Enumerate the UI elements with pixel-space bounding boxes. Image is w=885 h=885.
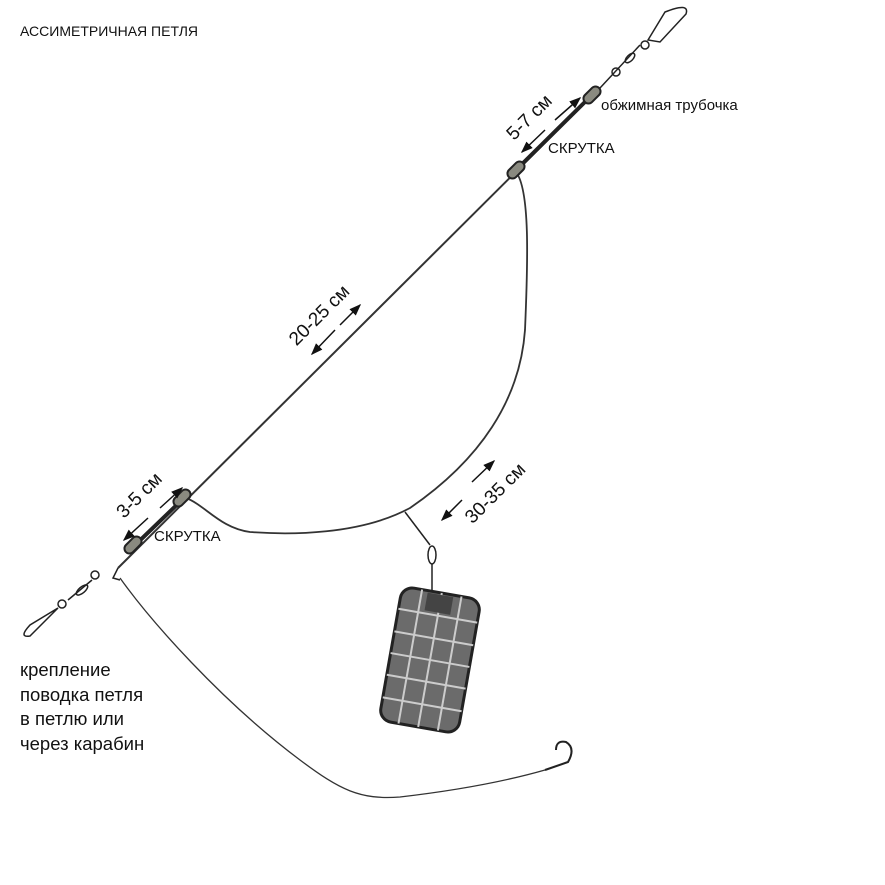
dimension-arrows — [122, 97, 582, 542]
leader-attachment-note: крепление поводка петля в петлю или чере… — [20, 658, 144, 756]
note-line: через карабин — [20, 732, 145, 754]
hook-icon — [544, 740, 573, 771]
note-line: в петлю или — [20, 708, 124, 729]
leader-line — [119, 577, 546, 799]
snap-swivel-icon — [23, 567, 121, 638]
note-line: крепление — [20, 659, 111, 680]
diagram-title: АССИМЕТРИЧНАЯ ПЕТЛЯ — [20, 23, 198, 39]
twist-top-label: СКРУТКА — [548, 140, 615, 157]
crimp-sleeve-label: обжимная трубочка — [601, 97, 738, 114]
loop-line — [185, 171, 529, 535]
feeder-cage-icon — [379, 511, 481, 734]
note-line: поводка петля — [20, 683, 144, 705]
twist-bottom-label: СКРУТКА — [154, 528, 221, 545]
snap-swivel-icon — [599, 6, 688, 89]
